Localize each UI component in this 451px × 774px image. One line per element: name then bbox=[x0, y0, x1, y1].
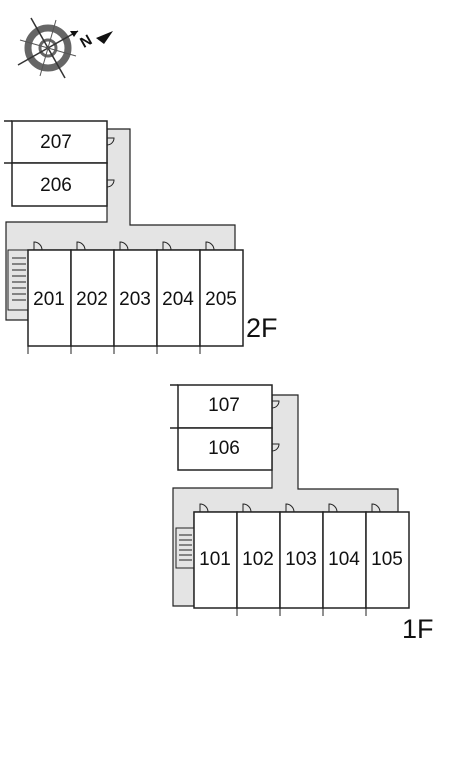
unit-207 bbox=[11, 120, 108, 164]
unit-203 bbox=[113, 249, 158, 347]
unit-104 bbox=[322, 511, 367, 609]
floor-1f-plan: 107 106 101 102 103 104 105 1F bbox=[170, 384, 434, 644]
unit-label: 205 bbox=[205, 289, 237, 310]
compass-north-letter: N bbox=[77, 32, 95, 52]
door-icon bbox=[162, 241, 172, 251]
unit-106 bbox=[177, 427, 273, 471]
door-icon bbox=[106, 137, 115, 146]
unit-201 bbox=[27, 249, 72, 347]
unit-206 bbox=[11, 162, 108, 207]
compass-arrow-icon bbox=[96, 31, 113, 44]
door-icon bbox=[328, 503, 338, 513]
door-icon bbox=[371, 503, 381, 513]
unit-101 bbox=[193, 511, 238, 609]
unit-105 bbox=[365, 511, 410, 609]
door-icon bbox=[119, 241, 129, 251]
staircase bbox=[175, 527, 195, 569]
unit-label: 107 bbox=[208, 395, 240, 416]
staircase bbox=[7, 249, 29, 311]
unit-label: 101 bbox=[199, 549, 231, 570]
unit-label: 106 bbox=[208, 438, 240, 459]
door-icon bbox=[33, 241, 43, 251]
unit-label: 103 bbox=[285, 549, 317, 570]
unit-205 bbox=[199, 249, 244, 347]
door-icon bbox=[285, 503, 295, 513]
unit-102 bbox=[236, 511, 281, 609]
door-icon bbox=[205, 241, 215, 251]
unit-label: 104 bbox=[328, 549, 360, 570]
unit-107 bbox=[177, 384, 273, 429]
unit-label: 102 bbox=[242, 549, 274, 570]
floor-label: 1F bbox=[402, 614, 434, 644]
unit-label: 105 bbox=[371, 549, 403, 570]
unit-202 bbox=[70, 249, 115, 347]
unit-204 bbox=[156, 249, 201, 347]
door-icon bbox=[242, 503, 252, 513]
floor-label: 2F bbox=[246, 313, 278, 343]
unit-label: 203 bbox=[119, 289, 151, 310]
door-icon bbox=[76, 241, 86, 251]
unit-label: 202 bbox=[76, 289, 108, 310]
unit-label: 201 bbox=[33, 289, 65, 310]
door-icon bbox=[271, 400, 280, 409]
floor-2f-plan: 207 206 201 202 203 204 205 2F bbox=[4, 120, 278, 354]
door-icon bbox=[106, 179, 115, 188]
unit-label: 207 bbox=[40, 132, 72, 153]
door-icon bbox=[199, 503, 209, 513]
unit-label: 206 bbox=[40, 175, 72, 196]
unit-label: 204 bbox=[162, 289, 194, 310]
compass-rose-icon bbox=[17, 17, 79, 79]
door-icon bbox=[271, 443, 280, 452]
